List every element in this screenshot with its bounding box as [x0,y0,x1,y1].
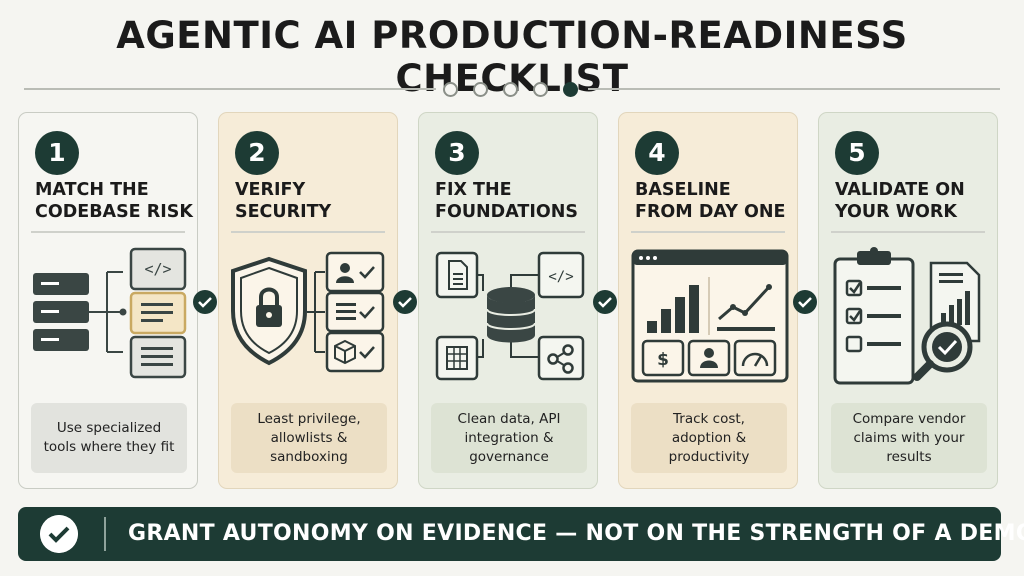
step-note: Least privilege, allowlists & sandboxing [231,403,387,473]
card-divider [831,231,985,233]
gauge-icon [733,339,777,377]
banner-text: GRANT AUTONOMY ON EVIDENCE — NOT ON THE … [128,521,1024,546]
step-card-1: 1 MATCH THE CODEBASE RISK </> Use specia [18,112,198,489]
clipboard-checklist-icon [833,247,915,385]
connector-check-icon [793,290,817,314]
user-check-icon [325,251,385,293]
card-divider [631,231,785,233]
check-circle-icon [40,515,78,553]
code-icon: </> [129,247,187,291]
document-lines-icon [129,335,187,379]
card-divider [231,231,385,233]
step-number-badge: 4 [635,131,679,175]
step-note: Clean data, API integration & governance [431,403,587,473]
database-icon [486,287,536,343]
validate-illustration [833,247,981,385]
dollar-icon: $ [641,339,685,377]
step-heading: MATCH THE CODEBASE RISK [35,180,193,222]
server-stack-icon [33,273,89,351]
list-check-icon [325,291,385,333]
bar-chart-icon [647,285,699,333]
code-icon: </> [537,251,585,299]
progress-dot-5-active [563,81,578,97]
card-divider [31,231,185,233]
step-card-3: 3 FIX THE FOUNDATIONS </> [418,112,598,489]
connector-check-icon [393,290,417,314]
step-heading: FIX THE FOUNDATIONS [435,180,578,222]
step-number-badge: 2 [235,131,279,175]
step-note: Compare vendor claims with your results [831,403,987,473]
step-heading: VERIFY SECURITY [235,180,332,222]
user-icon [687,339,731,377]
step-heading: VALIDATE ON YOUR WORK [835,180,965,222]
progress-dots [443,81,579,97]
progress-dot-2 [473,81,488,97]
connector-check-icon [193,290,217,314]
foundations-illustration: </> [435,251,585,381]
step-number-badge: 1 [35,131,79,175]
title-divider-right [588,88,1000,90]
step-number-badge: 5 [835,131,879,175]
bottom-banner: GRANT AUTONOMY ON EVIDENCE — NOT ON THE … [18,507,1024,561]
trend-line-icon [717,284,775,331]
svg-text:</>: </> [548,269,573,285]
connector-check-icon [593,290,617,314]
banner-separator [104,517,106,551]
step-number-badge: 3 [435,131,479,175]
document-lines-icon [129,291,187,335]
shield-lock-icon [231,256,307,366]
progress-dot-3 [503,81,518,97]
table-icon [435,335,479,381]
package-check-icon [325,331,385,373]
baseline-illustration: $ [631,249,789,383]
progress-dot-1 [443,81,458,97]
codebase-risk-illustration: </> [33,247,187,379]
title-divider-left [24,88,436,90]
svg-text:</>: </> [144,260,171,278]
progress-dot-4 [533,81,548,97]
step-card-4: 4 BASELINE FROM DAY ONE $ [618,112,798,489]
svg-text:$: $ [657,350,669,370]
security-illustration [231,251,385,373]
card-divider [431,231,585,233]
share-nodes-icon [537,335,585,381]
step-card-5: 5 VALIDATE ON YOUR WORK [818,112,998,489]
step-card-2: 2 VERIFY SECURITY Least privileg [218,112,398,489]
step-heading: BASELINE FROM DAY ONE [635,180,786,222]
step-note: Use specialized tools where they fit [31,403,187,473]
document-icon [435,251,479,299]
magnifier-check-icon [913,321,973,381]
step-note: Track cost, adoption & productivity [631,403,787,473]
page-title: AGENTIC AI PRODUCTION-READINESS CHECKLIS… [116,14,908,100]
